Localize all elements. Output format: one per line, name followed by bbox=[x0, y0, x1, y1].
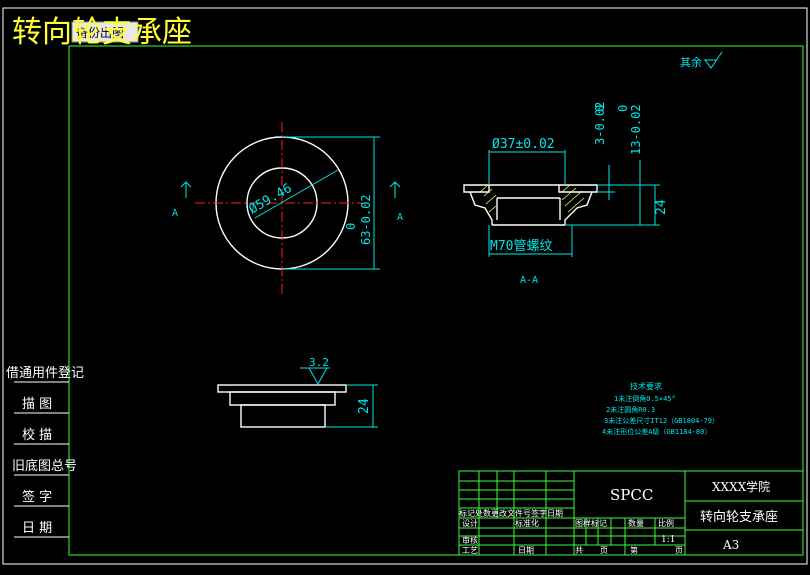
tb-sheet: 页 bbox=[600, 546, 608, 555]
bottom-flange bbox=[217, 384, 347, 393]
tb-row-marks: 标记处数更改文件号签字日期 bbox=[459, 508, 563, 518]
tech-heading: 技术要求 bbox=[630, 381, 662, 391]
section-view: Ø37±0.02 M70管螺纹 A-A 0 3-0.02 0 13-0.02 2… bbox=[463, 102, 669, 286]
tb-weight: 数量 bbox=[628, 518, 644, 528]
roughness-other-label: 其余 bbox=[680, 55, 702, 69]
tb-page-unit: 页 bbox=[675, 546, 683, 555]
tb-total: 共 bbox=[575, 546, 583, 555]
tb-standardize: 标准化 bbox=[515, 518, 539, 528]
tb-sheet-size: A3 bbox=[722, 538, 739, 552]
bottom-view: 3.2 24 bbox=[217, 356, 378, 428]
tech-item-4: 4未注形位公差A级（GB1184-80） bbox=[602, 427, 711, 436]
side-label-6: 日 期 bbox=[22, 521, 52, 536]
outer-frame bbox=[2, 7, 808, 565]
tech-item-3: 3未注公差尺寸IT12（GB1804-79） bbox=[604, 416, 719, 425]
tb-stage-mark: 图样标记 bbox=[575, 518, 607, 528]
bottom-height-label: 24 bbox=[357, 398, 372, 414]
tb-scale: 1:1 bbox=[661, 535, 675, 545]
sec-tol-a-lower: 3-0.02 bbox=[593, 102, 607, 145]
tb-process: 工艺 bbox=[462, 546, 478, 555]
sec-height-label: 24 bbox=[654, 199, 669, 215]
tb-material: SPCC bbox=[610, 486, 653, 504]
sec-tol-b-lower: 13-0.02 bbox=[629, 104, 643, 155]
tb-page-of: 第 bbox=[630, 545, 638, 555]
side-label-5: 签 字 bbox=[22, 489, 52, 505]
side-label-2: 描 图 bbox=[22, 397, 52, 412]
bottom-mid bbox=[229, 391, 336, 406]
section-mark-right: A bbox=[397, 212, 403, 223]
tech-item-2: 2未注圆角R0.3 bbox=[606, 405, 655, 414]
inner-frame bbox=[68, 45, 804, 556]
title-block: SPCC XXXX学院 转向轮支承座 A3 1:1 标记处数更改文件号签字日期 … bbox=[458, 470, 804, 556]
bottom-roughness-value: 3.2 bbox=[309, 356, 329, 369]
tag-text: 备份出图 bbox=[76, 26, 124, 40]
front-tol-lower: 63-0.02 bbox=[359, 194, 373, 245]
side-label-1: 借通用件登记 bbox=[6, 366, 84, 381]
section-body-left bbox=[469, 191, 493, 225]
tb-ratio: 比例 bbox=[658, 518, 674, 528]
tech-item-1: 1未注倒角0.5×45° bbox=[614, 394, 676, 403]
tech-requirements: 技术要求 1未注倒角0.5×45° 2未注圆角R0.3 3未注公差尺寸IT12（… bbox=[602, 381, 719, 436]
tb-date: 日期 bbox=[518, 546, 534, 555]
sec-diameter-label: Ø37±0.02 bbox=[492, 137, 555, 152]
front-diameter-leader bbox=[254, 169, 339, 219]
tb-part-name: 转向轮支承座 bbox=[700, 509, 778, 525]
thread-label: M70管螺纹 bbox=[490, 239, 552, 254]
tag-box bbox=[71, 21, 139, 43]
flange-right bbox=[558, 184, 598, 193]
sec-tol-a-upper: 0 bbox=[593, 105, 607, 112]
tb-review: 审核 bbox=[462, 535, 478, 545]
tb-school: XXXX学院 bbox=[712, 479, 770, 494]
side-label-3: 校 描 bbox=[22, 427, 52, 443]
side-labels: 借通用件登记 描 图 校 描 旧底图总号 签 字 日 期 bbox=[6, 366, 84, 538]
section-caption: A-A bbox=[520, 275, 538, 286]
section-mark-left: A bbox=[172, 208, 178, 219]
section-hatch bbox=[479, 184, 585, 213]
flange-left bbox=[463, 184, 490, 193]
roughness-other-symbol bbox=[704, 51, 723, 69]
bottom-body bbox=[240, 404, 326, 428]
section-body-right bbox=[564, 191, 593, 225]
section-arrow-left bbox=[180, 181, 192, 198]
sec-tol-b-upper: 0 bbox=[616, 105, 630, 112]
side-label-4: 旧底图总号 bbox=[12, 458, 77, 474]
header-title: 转向轮支承座 bbox=[12, 15, 192, 50]
section-arrow-right bbox=[389, 181, 401, 198]
front-tol-upper: 0 bbox=[344, 223, 358, 230]
bottom-roughness-symbol bbox=[300, 367, 330, 386]
front-view: Ø59.46 0 63-0.02 A A bbox=[172, 122, 403, 296]
tb-design: 设计 bbox=[462, 518, 478, 528]
